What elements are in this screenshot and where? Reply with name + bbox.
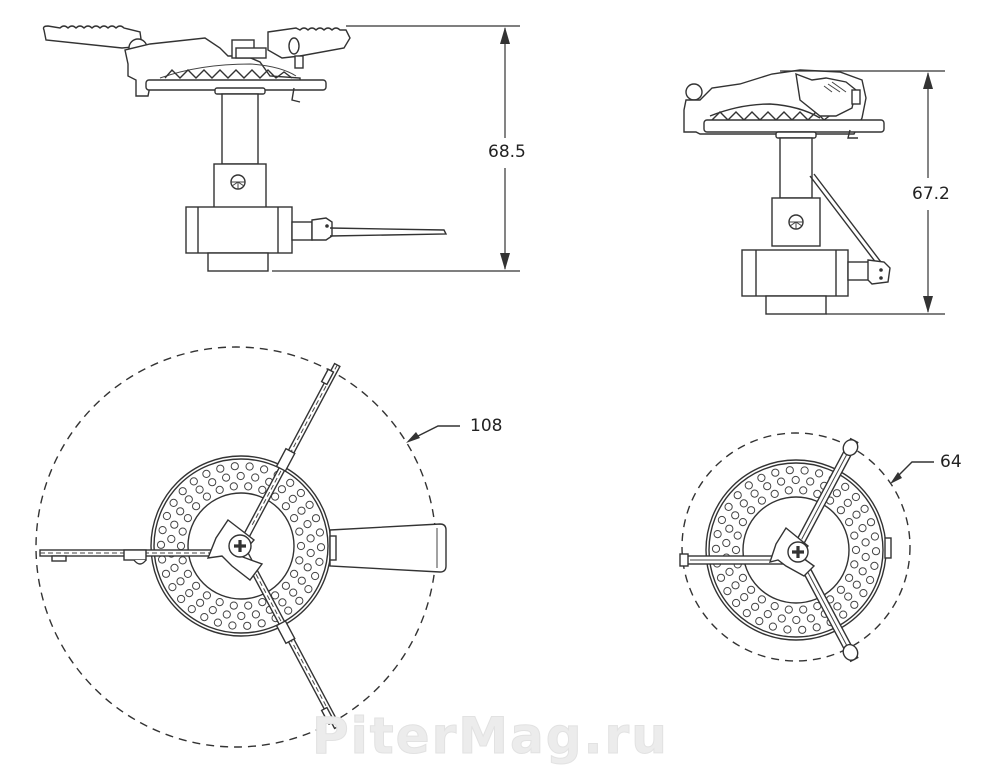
side-view-large xyxy=(42,25,520,272)
top-view-small xyxy=(679,432,934,663)
height-dimension-large: 68.5 xyxy=(486,142,528,162)
top-view-large xyxy=(35,346,460,748)
diameter-callout-large: 108 xyxy=(470,416,503,436)
height-dimension-small: 67.2 xyxy=(910,184,952,204)
side-view-small xyxy=(683,69,945,315)
diameter-callout-small: 64 xyxy=(940,452,962,472)
burner-holes xyxy=(711,466,881,634)
watermark: PiterMag.ru xyxy=(312,707,669,765)
